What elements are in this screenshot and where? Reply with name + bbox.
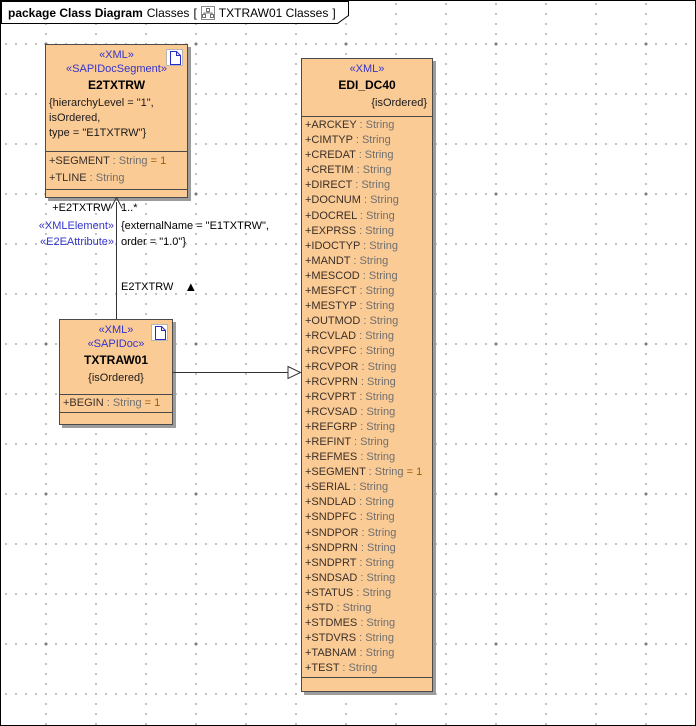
attribute-row[interactable]: +SNDPRN : String	[305, 541, 396, 554]
association-name-text: E2TXTRW	[121, 281, 174, 293]
class-header: «XML» «SAPIDocSegment» E2TXTRW {hierarchy…	[46, 45, 187, 151]
compartment-separator	[302, 116, 432, 117]
attribute-row[interactable]: +EXPRSS : String	[305, 224, 394, 237]
frame-bracket-open: [	[193, 6, 197, 20]
attribute-row[interactable]: +SNDPFC : String	[305, 511, 395, 524]
association-line-vertical[interactable]	[116, 202, 117, 319]
attribute-row[interactable]: +CIMTYP : String	[305, 134, 391, 147]
association-constraints[interactable]: {externalName = "E1TXTRW", order = "1.0"}	[121, 219, 269, 250]
attribute-row[interactable]: +TEST : String	[305, 662, 378, 675]
attribute-row[interactable]: +RCVSAD : String	[305, 405, 396, 418]
attribute-row[interactable]: +SNDLAD : String	[305, 496, 394, 509]
class-box-edi-dc40[interactable]: «XML» EDI_DC40 {isOrdered} +ARCKEY : Str…	[301, 58, 433, 692]
attribute-row[interactable]: +CREDAT : String	[305, 149, 394, 162]
class-name: E2TXTRW	[87, 78, 146, 92]
constraint-line: {isOrdered}	[88, 372, 144, 384]
empty-compartment	[302, 677, 432, 691]
empty-compartment	[46, 189, 187, 197]
stereotype-label: «XML»	[99, 49, 134, 61]
attribute-row[interactable]: +RCVPRN : String	[305, 375, 396, 388]
class-diagram-icon	[200, 6, 215, 20]
attribute-row[interactable]: +SNDPRT : String	[305, 556, 395, 569]
constraint-line: {externalName = "E1TXTRW",	[121, 220, 269, 232]
attribute-row[interactable]: +TABNAM : String	[305, 647, 395, 660]
attribute-row[interactable]: +DOCREL : String	[305, 209, 395, 222]
constraint-line: {hierarchyLevel = "1",	[49, 97, 154, 109]
attribute-row[interactable]: +RCVLAD : String	[305, 330, 394, 343]
stereotype-label: «SAPIDoc»	[87, 338, 145, 350]
document-icon	[151, 324, 168, 341]
frame-title-keyword: package Class Diagram	[8, 6, 143, 20]
stereotype-label: «SAPIDocSegment»	[66, 63, 167, 75]
class-box-txtraw01[interactable]: «XML» «SAPIDoc» TXTRAW01 {isOrdered} +BEG…	[59, 319, 173, 425]
attribute-row[interactable]: +MANDT : String	[305, 254, 389, 267]
frame-context-name: TXTRAW01 Classes	[218, 6, 329, 20]
attribute-row[interactable]: +RCVPRT : String	[305, 390, 395, 403]
stereotype-label: «XMLElement»	[38, 220, 114, 232]
attribute-row[interactable]: +SNDSAD : String	[305, 571, 396, 584]
association-line-horizontal[interactable]	[173, 372, 289, 373]
class-header: «XML» «SAPIDoc» TXTRAW01 {isOrdered}	[60, 320, 172, 394]
class-header: «XML» EDI_DC40 {isOrdered}	[302, 59, 432, 116]
attribute-row[interactable]: +REFINT : String	[305, 435, 389, 448]
stereotype-label: «XML»	[98, 324, 134, 336]
attribute-row[interactable]: +SNDPOR : String	[305, 526, 397, 539]
constraint-line: {isOrdered}	[371, 97, 427, 109]
open-triangle-arrowhead-icon	[287, 365, 302, 380]
frame-title-name: Classes	[146, 6, 190, 20]
attribute-row[interactable]: +STDVRS : String	[305, 632, 394, 645]
attribute-row[interactable]: +STDMES : String	[305, 617, 396, 630]
attribute-row[interactable]: +STD : String	[305, 602, 372, 614]
document-icon	[166, 49, 183, 66]
attribute-row[interactable]: +MESFCT : String	[305, 285, 395, 298]
attribute-row[interactable]: +MESTYP : String	[305, 300, 395, 313]
empty-compartment	[60, 412, 172, 424]
compartment-separator	[46, 151, 187, 152]
stereotype-label: «XML»	[349, 63, 385, 75]
attribute-row[interactable]: +SEGMENT : String = 1	[305, 466, 423, 479]
frame-header-shape	[1, 1, 349, 24]
attribute-row[interactable]: +BEGIN : String = 1	[63, 397, 161, 409]
frame-header[interactable]: package Class Diagram Classes [ TXTRAW01…	[8, 5, 346, 21]
frame-bracket-close: ]	[332, 6, 336, 20]
association-multiplicity-label[interactable]: 1..*	[121, 202, 138, 214]
constraint-line: order = "1.0"}	[121, 235, 186, 248]
attribute-row[interactable]: +RCVPFC : String	[305, 345, 395, 358]
attribute-row[interactable]: +STATUS : String	[305, 586, 392, 599]
stereotype-label: «E2EAttribute»	[40, 235, 114, 248]
attribute-row[interactable]: +DOCNUM : String	[305, 194, 399, 207]
attribute-row[interactable]: +REFMES : String	[305, 451, 396, 464]
constraint-line: type = "E1TXTRW"}	[49, 127, 147, 139]
class-box-e2txtrw[interactable]: «XML» «SAPIDocSegment» E2TXTRW {hierarchy…	[45, 44, 188, 198]
class-name: EDI_DC40	[338, 78, 396, 92]
association-name-label[interactable]: E2TXTRW ▲	[121, 279, 198, 294]
attribute-row[interactable]: +CRETIM : String	[305, 164, 392, 177]
association-stereotypes[interactable]: «XMLElement» «E2EAttribute»	[17, 219, 114, 250]
attribute-row[interactable]: +OUTMOD : String	[305, 315, 399, 328]
class-name: TXTRAW01	[83, 353, 148, 367]
compartment-separator	[60, 394, 172, 395]
association-role-label[interactable]: +E2TXTRW	[52, 202, 111, 214]
attribute-row[interactable]: +RCVPOR : String	[305, 360, 397, 373]
attribute-row[interactable]: +TLINE : String	[49, 172, 125, 184]
direction-triangle-icon: ▲	[184, 279, 198, 294]
attribute-row[interactable]: +IDOCTYP : String	[305, 239, 399, 252]
attribute-row[interactable]: +REFGRP : String	[305, 420, 395, 433]
constraint-line: isOrdered,	[49, 112, 101, 124]
attribute-row[interactable]: +DIRECT : String	[305, 179, 391, 192]
attribute-row[interactable]: +MESCOD : String	[305, 269, 398, 282]
attribute-row[interactable]: +SEGMENT : String = 1	[49, 155, 167, 167]
attribute-row[interactable]: +SERIAL : String	[305, 481, 389, 494]
open-arrowhead-up-icon	[110, 197, 123, 209]
attribute-row[interactable]: +ARCKEY : String	[305, 119, 395, 131]
